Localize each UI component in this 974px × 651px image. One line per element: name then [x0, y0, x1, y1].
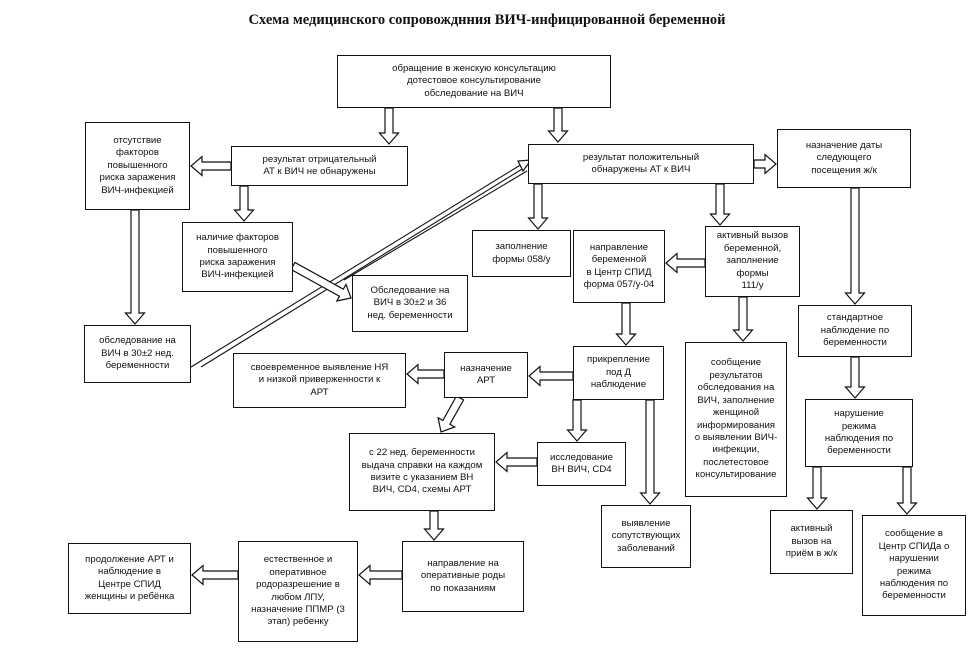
node-text: назначение АРТ [460, 362, 512, 386]
node-adverse-events-detection: своевременное выявление НЯ и низкой прив… [233, 353, 406, 408]
node-viral-load-cd4: исследование ВН ВИЧ, CD4 [537, 442, 626, 486]
flow-arrow [547, 107, 569, 143]
flow-arrow [844, 187, 866, 305]
node-result-negative: результат отрицательный АТ к ВИЧ не обна… [231, 146, 408, 186]
flow-arrow [191, 564, 239, 586]
node-text: наличие факторов повышенного риска зараж… [196, 232, 279, 281]
flow-arrow [806, 466, 828, 510]
flow-arrow [290, 261, 352, 302]
node-text: сообщение результатов обследования на ВИ… [694, 357, 778, 481]
node-active-call-form-111: активный вызов беременной, заполнение фо… [705, 226, 800, 297]
connector-line [200, 165, 528, 368]
flow-arrow [190, 155, 232, 177]
node-text: своевременное выявление НЯ и низкой прив… [250, 361, 389, 398]
flow-arrow [406, 363, 445, 385]
node-dispensary-registration: прикрепление под Д наблюдение [573, 346, 664, 400]
flow-arrow [844, 356, 866, 399]
node-risk-factors: наличие факторов повышенного риска зараж… [182, 222, 293, 292]
node-text: отсутствие факторов повышенного риска за… [99, 134, 176, 196]
node-next-visit-date: назначение даты следующего посещения ж/к [777, 129, 911, 188]
flow-arrow [124, 209, 146, 325]
node-hiv-test-30-36-weeks: Обследование на ВИЧ в 30±2 и 36 нед. бер… [352, 275, 468, 332]
node-text: Обследование на ВИЧ в 30±2 и 36 нед. бер… [367, 284, 453, 321]
node-text: обследование на ВИЧ в 30±2 нед. беременн… [99, 335, 176, 372]
node-text: исследование ВН ВИЧ, CD4 [550, 451, 613, 475]
node-operative-delivery-referral: направление на оперативные роды по показ… [402, 541, 524, 612]
node-no-risk-factors: отсутствие факторов повышенного риска за… [85, 122, 190, 210]
flow-arrow [709, 183, 731, 226]
flow-arrow [423, 510, 445, 541]
flow-arrow [732, 296, 754, 342]
flow-arrow [233, 185, 255, 222]
node-text: направление беременной в Центр СПИД форм… [583, 241, 655, 290]
node-active-call-appointment: активный вызов на приём в ж/к [770, 510, 853, 574]
node-text: прикрепление под Д наблюдение [587, 354, 650, 391]
node-results-communication: сообщение результатов обследования на ВИ… [685, 342, 787, 497]
node-text: обращение в женскую консультацию дотесто… [392, 62, 556, 99]
node-result-positive: результат положительный обнаружены АТ к … [528, 144, 754, 184]
diagram-title: Схема медицинского сопровожднния ВИЧ-инф… [248, 12, 726, 28]
flow-arrow [358, 564, 403, 586]
node-text: стандартное наблюдение по беременности [820, 312, 890, 349]
node-text: результат положительный обнаружены АТ к … [582, 151, 700, 175]
flow-arrow [495, 451, 538, 473]
flow-arrow [527, 183, 549, 230]
node-art-assignment: назначение АРТ [444, 352, 528, 398]
node-text: активный вызов беременной, заполнение фо… [716, 230, 789, 292]
flow-arrow [665, 252, 706, 274]
flow-arrow [378, 107, 400, 145]
arrowhead-icon [517, 159, 533, 173]
node-text: заполнение формы 058/у [492, 241, 551, 265]
flow-arrow [566, 399, 588, 442]
node-observation-violation: нарушение режима наблюдения по беременно… [805, 399, 913, 467]
flow-arrow [615, 302, 637, 346]
node-text: назначение даты следующего посещения ж/к [805, 139, 883, 176]
node-text: продолжение АРТ и наблюдение в Центре СП… [84, 553, 175, 602]
node-art-continuation: продолжение АРТ и наблюдение в Центре СП… [68, 543, 191, 614]
node-delivery: естественное и оперативное родоразрешени… [238, 541, 358, 642]
node-text: сообщение в Центр СПИДа о нарушении режи… [878, 528, 950, 602]
node-text: активный вызов на приём в ж/к [785, 523, 838, 560]
node-certificate-from-22-weeks: с 22 нед. беременности выдача справки на… [349, 433, 495, 511]
node-text: направление на оперативные роды по показ… [420, 557, 506, 594]
node-text: естественное и оперативное родоразрешени… [251, 554, 345, 628]
node-comorbidities: выявление сопутствующих заболеваний [601, 505, 691, 568]
node-text: выявление сопутствующих заболеваний [611, 517, 681, 554]
connector-line [343, 170, 528, 281]
flow-arrow [896, 466, 918, 515]
flow-arrow [639, 399, 661, 505]
node-initial-visit: обращение в женскую консультацию дотесто… [337, 55, 611, 108]
node-aids-center-referral: направление беременной в Центр СПИД форм… [573, 230, 665, 303]
node-standard-observation: стандартное наблюдение по беременности [798, 305, 912, 357]
node-form-058: заполнение формы 058/у [472, 230, 571, 277]
node-text: результат отрицательный АТ к ВИЧ не обна… [262, 153, 377, 177]
flow-arrow [528, 365, 574, 387]
node-hiv-test-30-weeks: обследование на ВИЧ в 30±2 нед. беременн… [84, 325, 191, 383]
flow-arrow [437, 395, 465, 433]
connector-line [190, 160, 528, 368]
node-text: с 22 нед. беременности выдача справки на… [361, 447, 483, 496]
flow-arrow [753, 153, 777, 175]
node-aids-center-notification: сообщение в Центр СПИДа о нарушении режи… [862, 515, 966, 616]
node-text: нарушение режима наблюдения по беременно… [824, 408, 894, 457]
